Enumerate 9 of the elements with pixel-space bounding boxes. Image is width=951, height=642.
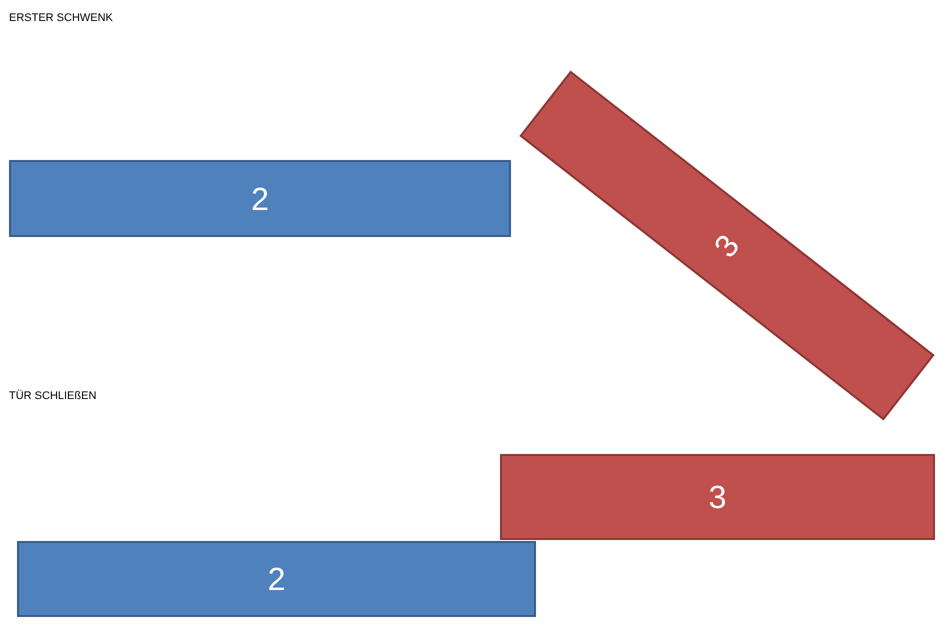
box-number: 2 xyxy=(268,563,286,595)
box-number: 3 xyxy=(708,481,726,513)
section-heading: TÜR SCHLIEßEN xyxy=(9,388,96,404)
bar-box xyxy=(9,160,511,237)
bar-box xyxy=(500,454,935,540)
box-number: 3 xyxy=(708,228,746,262)
section-heading: ERSTER SCHWENK xyxy=(9,11,113,26)
bar-box xyxy=(17,541,536,617)
box-number: 2 xyxy=(251,182,269,214)
